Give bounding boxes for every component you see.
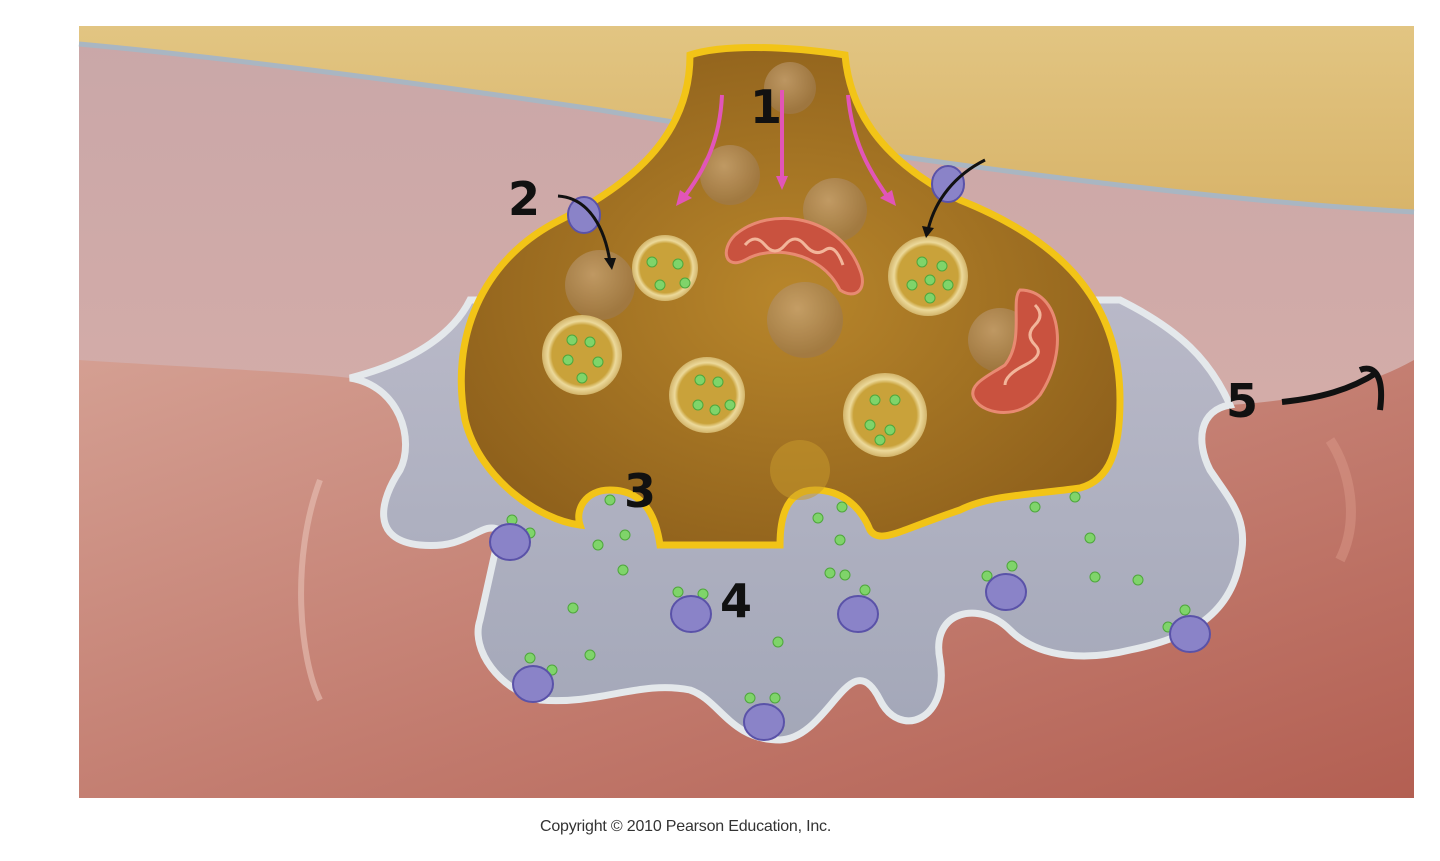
label-1: 1 [750, 80, 783, 134]
sheath-membrane [78, 41, 1415, 215]
action-potential-arrows [680, 90, 892, 202]
neurotransmitter-molecules [506, 256, 1191, 704]
acetylcholine-receptors [489, 523, 1211, 741]
mitochondrion-right [971, 288, 1059, 414]
label-2: 2 [508, 172, 541, 226]
arrow-5 [1281, 369, 1380, 405]
calcium-channels [567, 165, 965, 234]
calcium-entry-arrows [557, 158, 986, 263]
arrowheads-pink [676, 176, 896, 206]
cytoplasm-blobs [565, 62, 1032, 500]
label-5: 5 [1226, 374, 1259, 428]
muscle-sarcolemma-region [79, 360, 1414, 798]
mitochondrion-center [724, 216, 864, 296]
label-4: 4 [720, 574, 753, 628]
label-3: 3 [624, 464, 657, 518]
copyright-notice: Copyright © 2010 Pearson Education, Inc. [540, 818, 832, 835]
